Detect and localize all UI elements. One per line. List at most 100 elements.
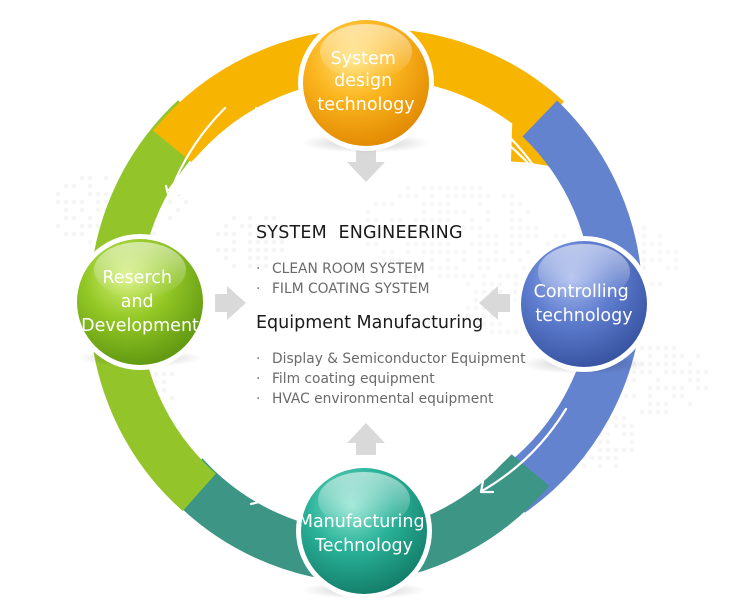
map-dot	[95, 191, 101, 197]
map-dot	[421, 225, 427, 231]
map-dot	[469, 273, 475, 279]
map-dot	[477, 185, 483, 191]
map-dot	[647, 369, 653, 375]
map-dot	[663, 369, 669, 375]
equipment-manufacturing-heading: Equipment Manufacturing	[256, 313, 484, 333]
map-dot	[381, 257, 387, 263]
map-dot	[167, 215, 173, 221]
arrow-right-lower	[480, 407, 568, 493]
map-dot	[373, 241, 379, 247]
map-dot	[445, 241, 451, 247]
map-dot	[397, 217, 403, 223]
map-dot	[231, 263, 237, 269]
map-dot	[639, 409, 645, 415]
map-dot	[465, 305, 471, 311]
map-dot	[437, 209, 443, 215]
map-dot	[405, 193, 411, 199]
map-dot	[453, 193, 459, 199]
ring-arrows	[164, 106, 568, 506]
map-dot	[663, 401, 669, 407]
map-dot	[641, 257, 647, 263]
map-dot	[55, 223, 61, 229]
map-dot	[421, 233, 427, 239]
map-dot	[365, 217, 371, 223]
map-dot	[231, 215, 237, 221]
arrow-up-from-bottom	[347, 423, 385, 455]
map-dot	[239, 223, 245, 229]
map-dot	[679, 369, 685, 375]
map-dot	[469, 241, 475, 247]
map-dot	[485, 209, 491, 215]
map-dot	[613, 463, 619, 469]
map-dot	[533, 233, 539, 239]
map-dot	[421, 241, 427, 247]
map-dot	[545, 241, 551, 247]
map-dot	[605, 447, 611, 453]
map-dot	[231, 239, 237, 245]
map-dot	[663, 385, 669, 391]
map-dot	[687, 377, 693, 383]
map-dot	[365, 241, 371, 247]
map-dot	[481, 313, 487, 319]
map-dot	[525, 209, 531, 215]
map-dot	[485, 217, 491, 223]
map-dot	[703, 385, 709, 391]
arrow-down-from-top	[347, 150, 385, 182]
map-dot	[597, 463, 603, 469]
map-dot	[695, 377, 701, 383]
map-dot	[429, 257, 435, 263]
bullet-icon: ·	[256, 371, 261, 387]
map-dot	[481, 289, 487, 295]
map-dot	[215, 247, 221, 253]
map-dot	[497, 273, 503, 279]
map-dot	[461, 257, 467, 263]
map-dot	[71, 215, 77, 221]
map-dot	[87, 191, 93, 197]
arrow-left-from-right	[479, 286, 510, 320]
map-dot	[365, 209, 371, 215]
map-dot	[477, 257, 483, 263]
node-research: Reserch and Development	[72, 234, 208, 370]
map-dot	[621, 431, 627, 437]
map-dot	[71, 231, 77, 237]
map-dot	[255, 231, 261, 237]
map-dot	[509, 249, 515, 255]
map-dot	[79, 231, 85, 237]
map-dot	[517, 233, 523, 239]
map-dot	[647, 385, 653, 391]
map-dot	[263, 215, 269, 221]
map-dot	[481, 273, 487, 279]
map-dot	[183, 199, 189, 205]
map-dot	[87, 215, 93, 221]
map-dot	[429, 201, 435, 207]
map-dot	[639, 345, 645, 351]
map-dot	[271, 247, 277, 253]
map-dot	[513, 281, 519, 287]
map-dot	[655, 361, 661, 367]
map-dot	[605, 455, 611, 461]
map-dot	[473, 289, 479, 295]
map-dot	[525, 233, 531, 239]
map-dot	[95, 223, 101, 229]
map-dot	[553, 233, 559, 239]
map-dot	[63, 231, 69, 237]
map-dot	[621, 423, 627, 429]
map-dot	[513, 329, 519, 335]
map-dot	[631, 377, 637, 383]
map-dot	[477, 265, 483, 271]
map-dot	[223, 223, 229, 229]
map-dot	[445, 273, 451, 279]
map-dot	[413, 217, 419, 223]
map-dot	[389, 217, 395, 223]
center-content: SYSTEM ENGINEERING ·CLEAN ROOM SYSTEM ·F…	[256, 223, 556, 409]
map-dot	[469, 193, 475, 199]
map-dot	[481, 281, 487, 287]
map-dot	[263, 239, 269, 245]
map-dot	[461, 193, 467, 199]
map-dot	[509, 241, 515, 247]
arrow-top-right	[456, 110, 542, 179]
map-dot	[271, 215, 277, 221]
map-dot	[445, 185, 451, 191]
map-dot	[647, 345, 653, 351]
map-dot	[517, 201, 523, 207]
